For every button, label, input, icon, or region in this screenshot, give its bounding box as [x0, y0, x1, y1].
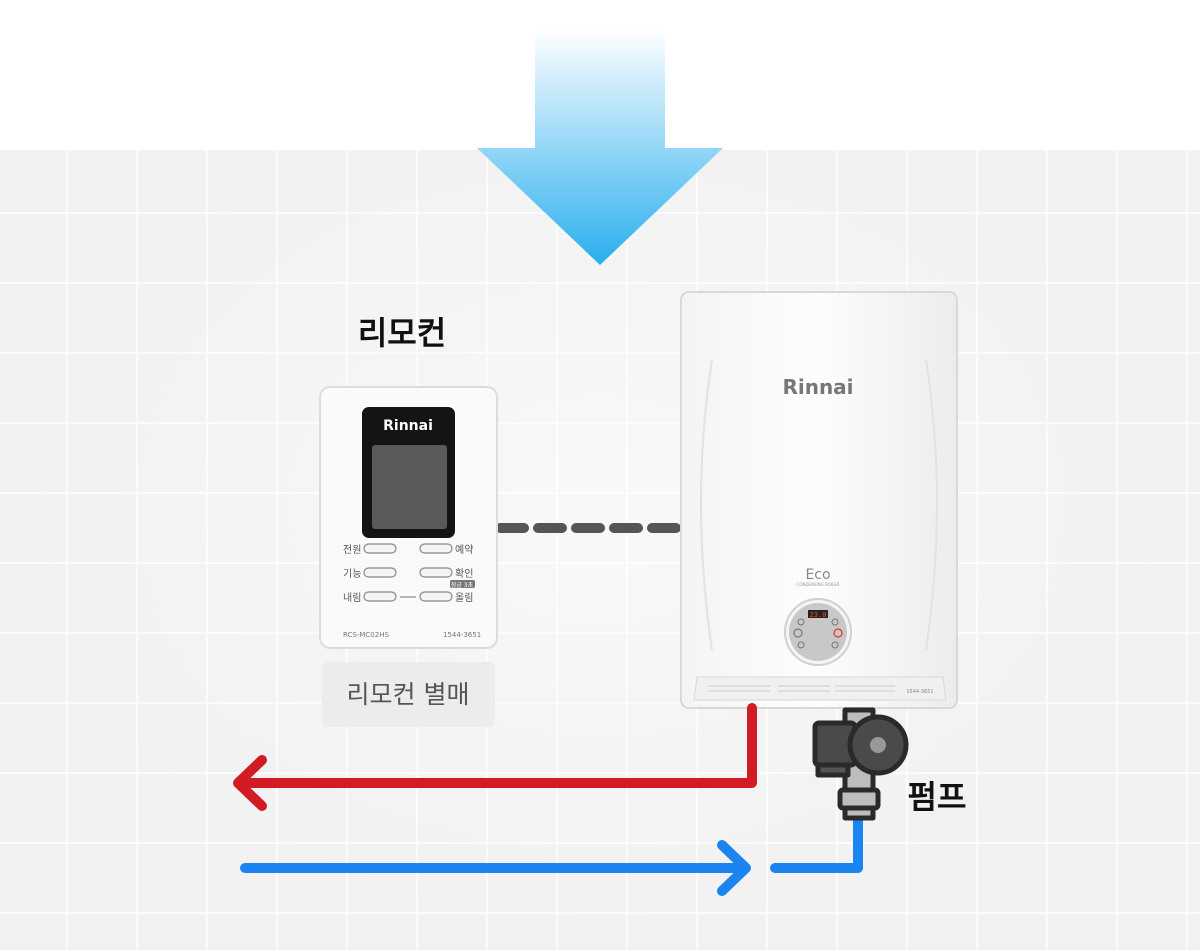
- remote-title: 리모컨: [358, 314, 446, 352]
- remote-label-function: 기능: [343, 568, 361, 580]
- boiler-mode-button[interactable]: [793, 628, 803, 638]
- circulation-pump-icon: [812, 707, 909, 821]
- remote-power-button[interactable]: [363, 543, 397, 554]
- remote-label-lock: 잠금 3초: [451, 582, 474, 589]
- remote-controller: Rinnai 전원 예약 기능 확인 잠금 3초 내림 올림 RCS-MC02H…: [319, 386, 498, 649]
- heat-input-arrow: [477, 30, 723, 265]
- cold-water-return-pipe: [240, 813, 863, 896]
- remote-function-button[interactable]: [363, 567, 397, 578]
- boiler-func-button[interactable]: [797, 641, 805, 649]
- boiler-service-phone: 1544-3651: [906, 689, 933, 695]
- hot-water-supply-pipe: [233, 703, 757, 811]
- boiler-brand-logo: Rinnai: [782, 375, 853, 399]
- remote-reserve-button[interactable]: [419, 543, 453, 554]
- sold-separately-label: 리모컨 별매: [347, 680, 470, 709]
- boiler-down-button[interactable]: [831, 641, 839, 649]
- sold-separately-badge: [322, 662, 495, 727]
- boiler-unit: Rinnai Eco CONDENSING BOILER 23.0 1544-3…: [680, 291, 958, 709]
- remote-label-up: 올림: [455, 592, 473, 604]
- remote-label-reserve: 예약: [455, 544, 473, 556]
- remote-confirm-button[interactable]: [419, 567, 453, 578]
- boiler-left-button[interactable]: [797, 618, 805, 626]
- remote-label-down: 내림: [343, 592, 361, 604]
- boiler-up-button[interactable]: [831, 618, 839, 626]
- remote-down-button[interactable]: [363, 591, 397, 602]
- remote-up-button[interactable]: [419, 591, 453, 602]
- remote-label-confirm: 확인: [455, 568, 473, 580]
- remote-brand-logo: Rinnai: [383, 418, 433, 434]
- boiler-eco-logo: Eco: [805, 567, 830, 583]
- remote-label-power: 전원: [343, 544, 361, 556]
- boiler-temp-display: 23.0: [810, 611, 827, 619]
- hot-arrow-head-icon: [233, 755, 267, 811]
- boiler-power-button[interactable]: [833, 628, 843, 638]
- remote-phone: 1544-3651: [443, 631, 481, 639]
- cold-arrow-head-icon: [717, 840, 751, 896]
- pump-label: 펌프: [908, 778, 967, 816]
- boiler-subtitle: CONDENSING BOILER: [796, 582, 839, 587]
- tiled-wall-background: [0, 150, 1200, 950]
- remote-model: RCS-MC02HS: [343, 631, 389, 639]
